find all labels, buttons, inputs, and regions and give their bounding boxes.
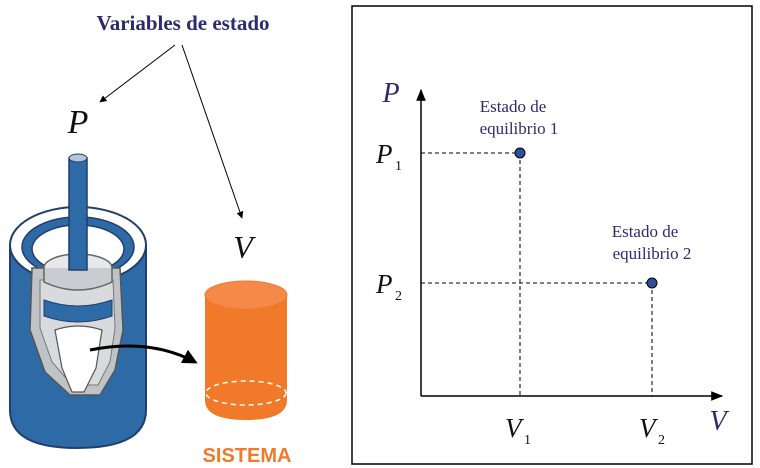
graph-frame [351, 5, 753, 465]
tick-v1-base: V [505, 413, 525, 443]
tick-v2-base: V [639, 413, 659, 443]
state-2-label-line2: equilibrio 2 [613, 244, 692, 263]
point-state-2 [646, 277, 658, 289]
y-axis-label: P [381, 78, 399, 109]
point-state-1 [514, 147, 526, 159]
arrow-to-p [99, 44, 176, 103]
label-p: P [67, 104, 89, 141]
tick-v2: V 2 [639, 413, 665, 448]
tick-p1-sub: 1 [395, 159, 402, 174]
state-1-label-line1: Estado de [480, 97, 547, 116]
tick-p2: P 2 [375, 269, 402, 304]
tick-v1-sub: 1 [524, 433, 531, 448]
arrow-to-v [181, 44, 244, 219]
tick-p2-sub: 2 [395, 289, 402, 304]
x-axis-label: V [709, 406, 729, 437]
state-2-label-line1: Estado de [612, 222, 679, 241]
tick-v2-sub: 2 [658, 433, 665, 448]
label-v: V [233, 229, 256, 265]
tick-p2-base: P [375, 269, 393, 299]
label-sistema: SISTEMA [203, 445, 292, 467]
tick-v1: V 1 [505, 413, 531, 448]
sistema-cylinder [204, 280, 288, 420]
tick-p1-base: P [375, 139, 393, 169]
tick-p1: P 1 [375, 139, 402, 174]
title-variables-de-estado: Variables de estado [96, 11, 269, 35]
piston-cylinder [9, 153, 147, 450]
arrow-to-sistema [89, 344, 198, 364]
state-1-label-line2: equilibrio 1 [480, 119, 559, 138]
